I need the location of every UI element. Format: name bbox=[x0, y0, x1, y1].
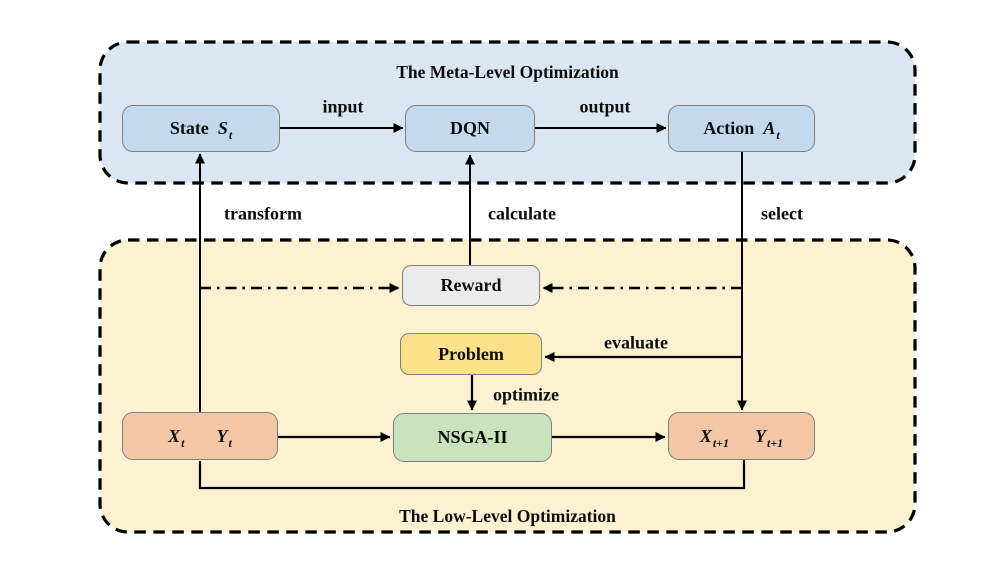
nsga2-label: NSGA-II bbox=[437, 427, 508, 447]
input-label: input bbox=[322, 96, 364, 117]
action-box: Action At bbox=[668, 105, 815, 152]
xt-variable: Xt bbox=[168, 425, 185, 450]
reward-box: Reward bbox=[402, 265, 540, 306]
feedback-line bbox=[198, 460, 746, 490]
action-variable: At bbox=[763, 118, 780, 142]
yt1-variable: Yt+1 bbox=[755, 425, 784, 450]
state-variable: St bbox=[217, 118, 233, 142]
select-label: select bbox=[761, 203, 803, 224]
nsga2-box: NSGA-II bbox=[393, 413, 552, 462]
meta-level-title: The Meta-Level Optimization bbox=[396, 62, 619, 82]
reward-label: Reward bbox=[440, 275, 502, 295]
dqn-box: DQN bbox=[405, 105, 535, 152]
transform-label: transform bbox=[224, 203, 302, 224]
state-label: State bbox=[169, 118, 209, 138]
low-level-title: The Low-Level Optimization bbox=[399, 506, 616, 526]
problem-label: Problem bbox=[438, 343, 504, 364]
state-box: State St bbox=[122, 105, 280, 152]
action-label: Action bbox=[703, 118, 755, 138]
xt-yt-box: Xt Yt bbox=[122, 412, 278, 460]
problem-box: Problem bbox=[400, 333, 542, 375]
evaluate-label: evaluate bbox=[604, 332, 668, 353]
output-label: output bbox=[579, 96, 631, 117]
xt1-variable: Xt+1 bbox=[699, 425, 729, 450]
yt-variable: Yt bbox=[216, 425, 232, 450]
dqn-label: DQN bbox=[450, 118, 490, 138]
optimize-label: optimize bbox=[493, 384, 559, 405]
calculate-label: calculate bbox=[488, 203, 556, 224]
xt1-yt1-box: Xt+1 Yt+1 bbox=[668, 412, 815, 460]
